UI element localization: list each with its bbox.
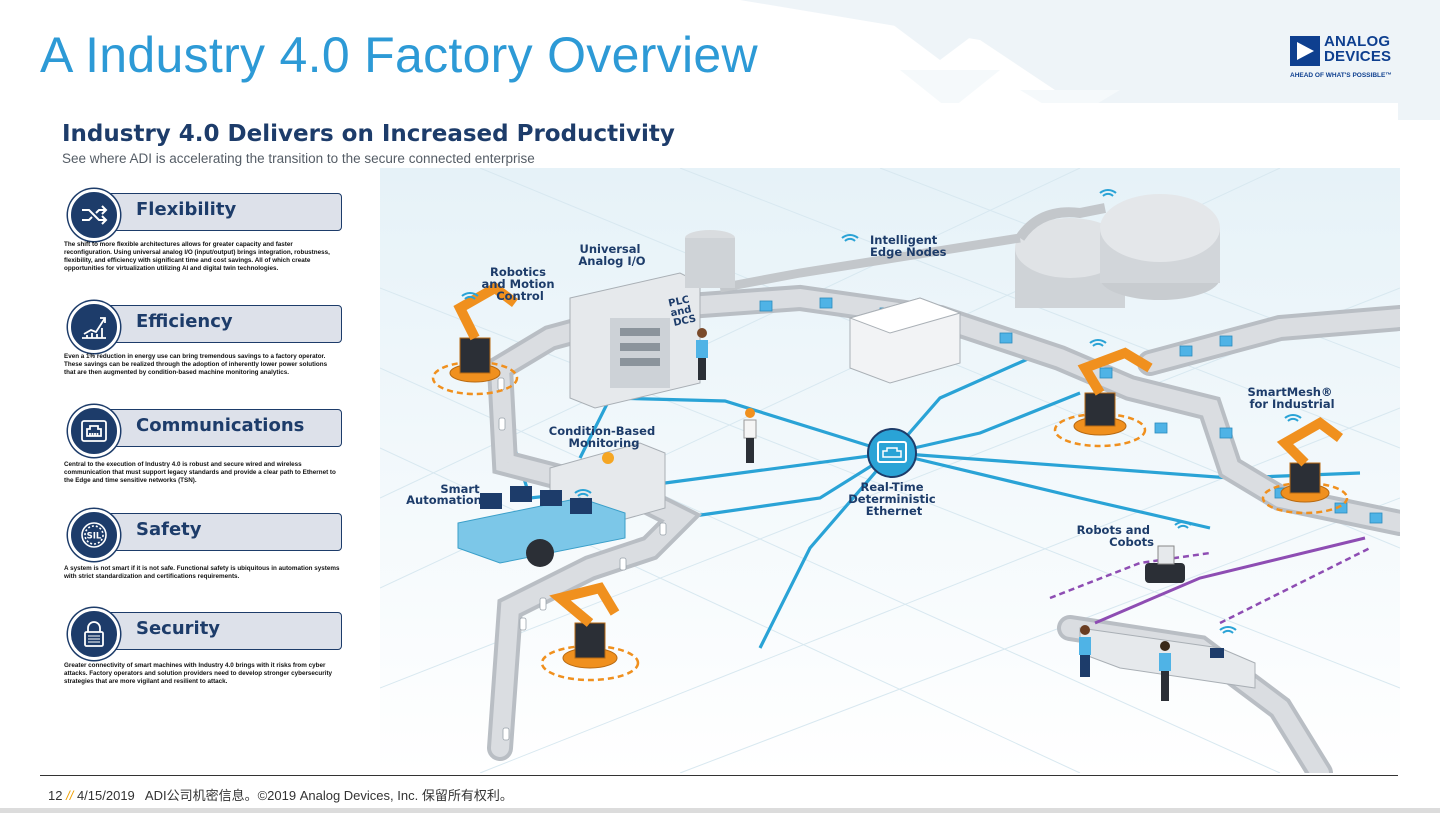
footer-date: 4/15/2019	[76, 788, 135, 803]
confidentiality-notice: ADI公司机密信息。©2019 Analog Devices, Inc. 保留所…	[144, 788, 513, 803]
ethernet-port-icon	[68, 405, 120, 457]
footer-separator: //	[66, 788, 74, 803]
feature-label: Safety	[136, 519, 202, 540]
control-cabinet	[569, 230, 735, 409]
feature-description: A system is not smart if it is not safe.…	[64, 565, 340, 580]
label-condition-monitoring: Condition-Based Monitoring	[549, 424, 659, 450]
feature-label: Communications	[136, 415, 305, 436]
feature-label: Security	[136, 618, 221, 639]
feature-description: Even a 1% reduction in energy use can br…	[64, 353, 328, 376]
cobot-path	[1049, 536, 1371, 625]
feature-description: Central to the execution of Industry 4.0…	[64, 461, 336, 484]
shuffle-arrows-icon	[68, 189, 120, 241]
cobot-rover	[1145, 545, 1185, 583]
slide-footer: 12 // 4/15/2019 ADI公司机密信息。©2019 Analog D…	[48, 785, 513, 804]
sil-badge-icon: SIL	[68, 509, 120, 561]
label-robots-cobots: Robots and Cobots	[1077, 523, 1155, 549]
footer-divider	[40, 775, 1398, 776]
page-number: 12	[48, 788, 63, 803]
slide-title: A Industry 4.0 Factory Overview	[40, 27, 758, 83]
feature-description: Greater connectivity of smart machines w…	[64, 662, 333, 685]
robot-arms	[431, 282, 1349, 682]
padlock-icon	[68, 608, 120, 660]
workers	[696, 328, 1171, 701]
label-edge-nodes: Intelligent Edge Nodes	[870, 233, 947, 259]
automation-workstation	[457, 486, 626, 567]
logo-word-devices: DEVICES	[1324, 48, 1392, 65]
growth-chart-icon	[68, 301, 120, 353]
ethernet-hub-icon	[867, 428, 917, 478]
label-robotics: Robotics and Motion Control	[481, 265, 558, 303]
infographic-subheading: See where ADI is accelerating the transi…	[62, 151, 535, 166]
analog-devices-logo: ANALOG DEVICES AHEAD OF WHAT'S POSSIBLE™	[1290, 34, 1420, 84]
label-smart-automation: Smart Automation	[406, 482, 483, 507]
infographic-heading: Industry 4.0 Delivers on Increased Produ…	[62, 121, 675, 147]
storage-silos	[719, 194, 1220, 308]
feature-description: The shift to more flexible architectures…	[64, 241, 330, 272]
logo-triangle-icon	[1290, 36, 1320, 66]
label-ethernet: Real-Time Deterministic Ethernet	[848, 480, 939, 518]
bottom-strip	[0, 808, 1440, 813]
edge-node-machine	[848, 297, 962, 384]
logo-tagline: AHEAD OF WHAT'S POSSIBLE™	[1290, 72, 1392, 79]
feature-label: Flexibility	[136, 199, 237, 220]
factory-illustration: Robotics and Motion Control Universal An…	[380, 168, 1400, 773]
logo-word-analog: ANALOG	[1324, 33, 1391, 50]
bottles	[497, 377, 667, 741]
wifi-icons	[461, 189, 1302, 634]
feature-label: Efficiency	[136, 311, 233, 332]
label-analog-io: Universal Analog I/O	[578, 242, 645, 268]
label-plc-dcs: PLC and DCS	[668, 294, 698, 329]
svg-text:SIL: SIL	[87, 532, 102, 542]
label-smartmesh: SmartMesh® for Industrial	[1248, 385, 1337, 411]
